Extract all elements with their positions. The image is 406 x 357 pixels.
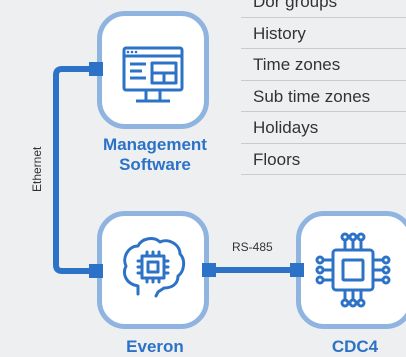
chip-icon — [315, 232, 391, 308]
everon-left-port — [89, 264, 103, 278]
management-software-node — [97, 11, 209, 129]
monitor-icon — [122, 46, 184, 103]
management-software-label: Management Software — [103, 135, 207, 174]
management-port — [89, 62, 103, 76]
everon-right-port — [202, 263, 216, 277]
feature-list-item: Floors — [241, 144, 406, 175]
rs485-label: RS-485 — [232, 240, 273, 254]
ethernet-label: Ethernet — [30, 146, 44, 192]
feature-list-item: Sub time zones — [241, 81, 406, 112]
cdc4-port — [290, 263, 304, 277]
feature-list-item: Holidays — [241, 112, 406, 144]
feature-list-item: Dor groups — [241, 0, 406, 18]
feature-list-item: Time zones — [241, 49, 406, 81]
brain-chip-icon — [123, 237, 186, 298]
feature-list-item: History — [241, 18, 406, 49]
ethernet-connector — [53, 66, 100, 274]
